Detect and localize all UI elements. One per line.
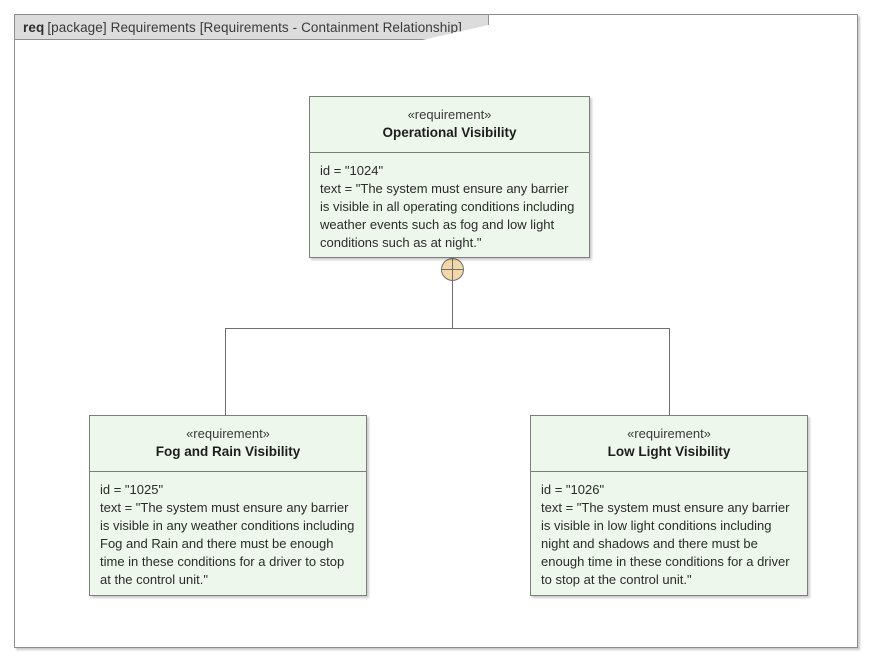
requirement-name: Low Light Visibility bbox=[607, 444, 731, 460]
requirement-name: Operational Visibility bbox=[382, 125, 517, 141]
requirement-header: «requirement» Operational Visibility bbox=[310, 97, 589, 153]
requirement-stereotype: «requirement» bbox=[627, 426, 711, 441]
requirement-body: id = "1025" text = "The system must ensu… bbox=[90, 472, 366, 597]
diagram-kind-label: req bbox=[23, 19, 45, 35]
requirement-block-operational-visibility[interactable]: «requirement» Operational Visibility id … bbox=[309, 96, 590, 258]
connector-drop-left bbox=[225, 328, 226, 416]
requirement-id-property: id = "1024" bbox=[320, 162, 384, 178]
requirement-id-property: id = "1026" bbox=[541, 481, 605, 497]
requirement-header: «requirement» Fog and Rain Visibility bbox=[90, 416, 366, 472]
diagram-frame-header-tab[interactable]: req[package] Requirements [Requirements … bbox=[14, 14, 489, 40]
requirement-body: id = "1024" text = "The system must ensu… bbox=[310, 153, 589, 260]
connector-trunk-vertical bbox=[452, 281, 453, 329]
requirement-header: «requirement» Low Light Visibility bbox=[531, 416, 807, 472]
requirement-id-property: id = "1025" bbox=[100, 481, 164, 497]
diagram-title-label: [package] Requirements [Requirements - C… bbox=[47, 19, 462, 35]
requirement-text-property: text = "The system must ensure any barri… bbox=[100, 499, 358, 587]
requirement-stereotype: «requirement» bbox=[407, 107, 492, 122]
requirement-body: id = "1026" text = "The system must ensu… bbox=[531, 472, 807, 597]
connector-horizontal-bus bbox=[225, 328, 670, 329]
requirement-name: Fog and Rain Visibility bbox=[155, 444, 301, 460]
requirement-text-property: text = "The system must ensure any barri… bbox=[541, 499, 794, 587]
requirement-text-property: text = "The system must ensure any barri… bbox=[320, 180, 578, 250]
connector-drop-right bbox=[669, 328, 670, 416]
requirement-stereotype: «requirement» bbox=[186, 426, 270, 441]
containment-crosshair-icon[interactable] bbox=[441, 258, 464, 281]
crosshair-vertical-line bbox=[452, 259, 453, 280]
requirement-block-fog-and-rain-visibility[interactable]: «requirement» Fog and Rain Visibility id… bbox=[89, 415, 367, 596]
requirement-block-low-light-visibility[interactable]: «requirement» Low Light Visibility id = … bbox=[530, 415, 808, 596]
